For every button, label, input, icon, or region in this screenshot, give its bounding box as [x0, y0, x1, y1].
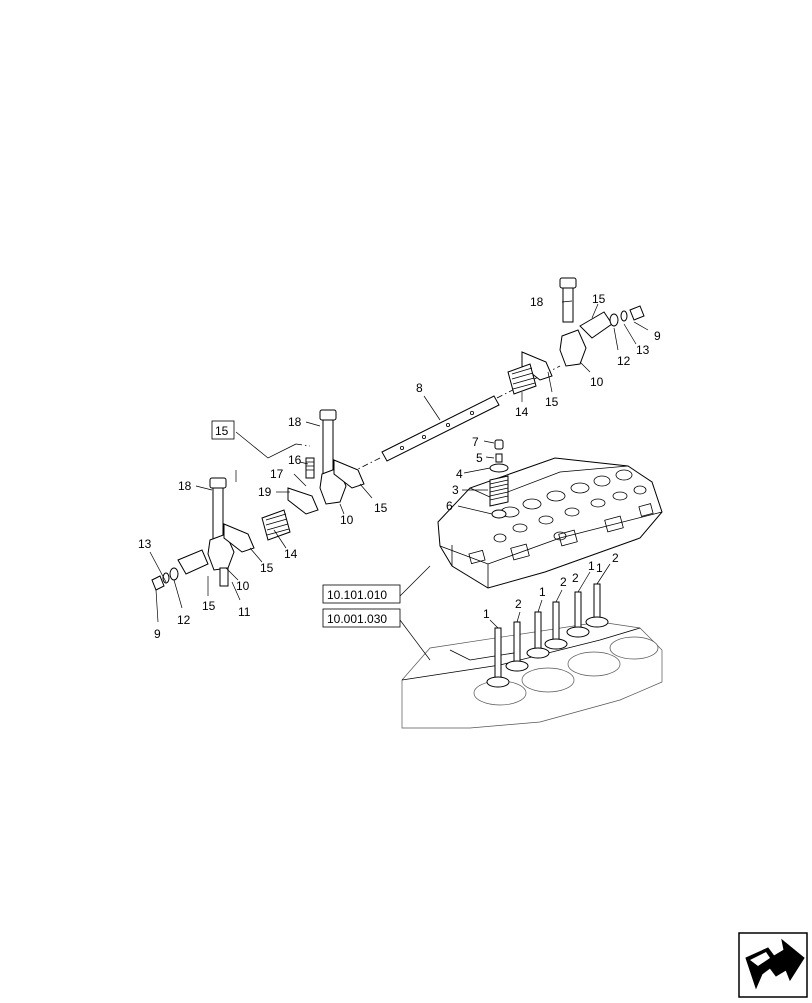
callout-2: 2: [572, 571, 579, 585]
callout-8: 8: [416, 381, 423, 395]
reference-engine-block-label[interactable]: 10.001.030: [327, 612, 387, 626]
callout-7: 7: [472, 435, 479, 449]
callout-13: 13: [138, 537, 152, 551]
callout-12: 12: [617, 354, 631, 368]
reference-cylinder-head[interactable]: 10.101.010: [322, 584, 401, 604]
callout-9: 9: [154, 627, 161, 641]
reference-cylinder-head-label[interactable]: 10.101.010: [327, 588, 387, 602]
callout-15: 15: [545, 395, 559, 409]
callout-17: 17: [270, 467, 284, 481]
valve-2c: [585, 583, 609, 628]
valve-1c: [566, 591, 590, 638]
callout-2: 2: [515, 597, 522, 611]
callout-18: 18: [288, 415, 302, 429]
callout-18: 18: [178, 479, 192, 493]
callout-15: 15: [592, 292, 606, 306]
callout-18: 18: [530, 295, 544, 309]
callout-6: 6: [446, 499, 453, 513]
callout-15: 15: [260, 561, 274, 575]
callout-2: 2: [612, 551, 619, 565]
callout-11: 11: [238, 605, 251, 619]
callout-1: 1: [483, 607, 490, 621]
callout-1: 1: [539, 585, 546, 599]
right-rocker-assembly: [507, 277, 645, 395]
valve-2a: [505, 621, 529, 672]
callout-5: 5: [476, 451, 483, 465]
callouts: 18 15 9 13 12 10 15 14 8 7 5 4 3 6 18 16…: [138, 292, 661, 641]
engine-block: [401, 621, 663, 729]
callout-4: 4: [456, 467, 463, 481]
callout-10: 10: [236, 579, 250, 593]
callout-12: 12: [177, 613, 191, 627]
boxed-callout-15: 15: [211, 420, 235, 440]
boxed-callout-15-label: 15: [215, 424, 229, 438]
callout-14: 14: [515, 405, 529, 419]
callout-15: 15: [374, 501, 388, 515]
callout-1: 1: [596, 561, 603, 575]
callout-14: 14: [284, 547, 298, 561]
reference-engine-block[interactable]: 10.001.030: [322, 608, 401, 628]
callout-10: 10: [590, 375, 604, 389]
callout-15: 15: [202, 599, 216, 613]
next-page-arrow-icon[interactable]: [738, 932, 808, 998]
callout-13: 13: [636, 343, 650, 357]
callout-2: 2: [560, 575, 567, 589]
callout-1: 1: [588, 559, 595, 573]
callout-16: 16: [288, 453, 302, 467]
cylinder-head: [437, 457, 663, 589]
leader-lines: [149, 300, 649, 661]
callout-9: 9: [654, 329, 661, 343]
left-rocker-assembly: [151, 409, 365, 591]
callout-3: 3: [452, 483, 459, 497]
valve-2b: [544, 601, 568, 650]
callout-10: 10: [340, 513, 354, 527]
callout-19: 19: [258, 485, 272, 499]
